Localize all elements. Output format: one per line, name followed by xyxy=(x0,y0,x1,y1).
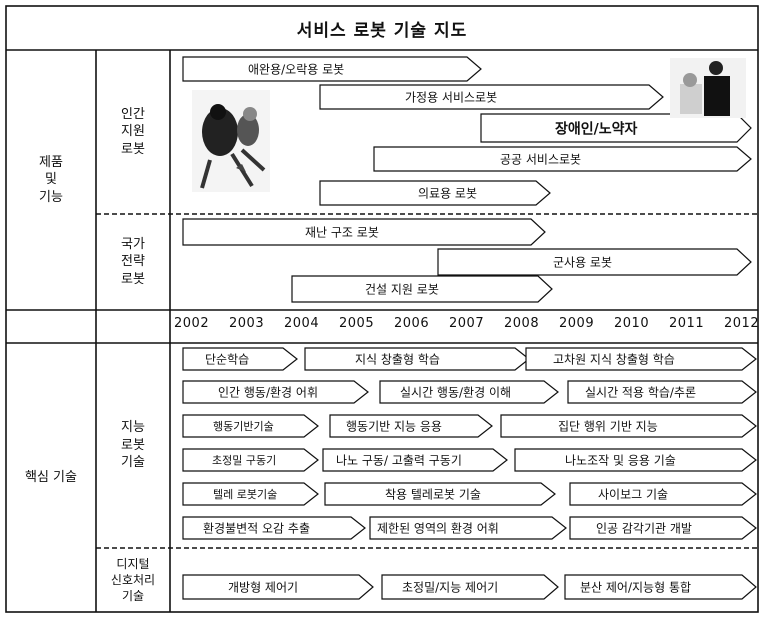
tech-arrow-label: 초정밀/지능 제어기 xyxy=(402,581,498,595)
year-label: 2009 xyxy=(559,316,595,331)
tech-arrow-label: 초정밀 구동기 xyxy=(212,454,276,467)
product-arrow-label: 의료용 로봇 xyxy=(418,187,477,201)
product-arrow-label: 건설 지원 로봇 xyxy=(365,283,439,297)
tech-arrow xyxy=(369,516,567,540)
year-label: 2004 xyxy=(284,316,320,331)
tech-arrow xyxy=(381,574,559,600)
tech-arrow-label: 집단 행위 기반 지능 xyxy=(558,419,658,434)
subsection-label-digital-signal: 디지털 신호처리 기술 xyxy=(110,556,156,604)
year-label: 2002 xyxy=(174,316,210,331)
tech-arrow-label: 실시간 행동/환경 이해 xyxy=(400,385,511,400)
product-arrow xyxy=(319,84,664,110)
product-arrow-label: 재난 구조 로봇 xyxy=(305,226,379,240)
tech-arrow xyxy=(304,347,530,371)
tech-arrow-label: 실시간 적용 학습/추론 xyxy=(585,386,696,400)
tech-arrow-label: 분산 제어/지능형 통합 xyxy=(580,581,691,595)
tech-arrow xyxy=(182,516,366,540)
tech-arrow xyxy=(182,380,369,404)
tech-arrow xyxy=(500,414,757,438)
year-label: 2007 xyxy=(449,316,485,331)
tech-arrow-label: 고차원 지식 창출형 학습 xyxy=(553,353,675,367)
tech-arrow-label: 나노 구동/ 고출력 구동기 xyxy=(336,454,462,468)
product-arrow xyxy=(182,218,546,246)
tech-arrow xyxy=(567,380,757,404)
tech-arrow xyxy=(322,448,508,472)
tech-arrow xyxy=(182,347,298,371)
product-arrow-label: 장애인/노약자 xyxy=(555,120,638,137)
tech-arrow xyxy=(569,482,757,506)
tech-arrow-label: 행동기반 지능 응용 xyxy=(346,419,442,434)
robot-photo-right xyxy=(670,58,746,118)
tech-arrow-label: 환경불변적 오감 추출 xyxy=(203,522,310,536)
year-label: 2012 xyxy=(724,316,760,331)
subsection-label-intelligent: 지능 로봇 기술 xyxy=(121,420,145,471)
tech-arrow-label: 착용 텔레로봇 기술 xyxy=(385,488,481,502)
section-label-products: 제품 및 기능 xyxy=(39,154,63,205)
year-label: 2003 xyxy=(229,316,265,331)
tech-arrow-label: 단순학습 xyxy=(205,353,249,367)
tech-arrow xyxy=(324,482,556,506)
tech-arrow xyxy=(564,574,757,600)
tech-arrow xyxy=(182,482,319,506)
product-arrow xyxy=(291,275,553,303)
tech-arrow-label: 인간 행동/환경 어휘 xyxy=(218,385,318,400)
tech-arrow-label: 인공 감각기관 개발 xyxy=(596,522,692,536)
product-arrow xyxy=(437,248,752,276)
tech-arrow-label: 제한된 영역의 환경 어휘 xyxy=(377,522,499,536)
year-label: 2008 xyxy=(504,316,540,331)
year-label: 2011 xyxy=(669,316,705,331)
subsection-label-national-strategy: 국가 전략 로봇 xyxy=(121,236,145,287)
roadmap-title: 서비스 로봇 기술 지도 xyxy=(296,20,468,41)
year-label: 2006 xyxy=(394,316,430,331)
tech-arrow xyxy=(329,414,493,438)
robot-photo-left xyxy=(192,90,270,192)
tech-arrow-label: 나노조작 및 응용 기술 xyxy=(565,454,676,468)
tech-arrow-label: 사이보그 기술 xyxy=(598,488,668,502)
tech-arrow-label: 지식 창출형 학습 xyxy=(355,353,440,367)
tech-arrow-label: 개방형 제어기 xyxy=(228,581,298,595)
tech-arrow xyxy=(182,574,374,600)
tech-arrow xyxy=(514,448,757,472)
tech-arrow xyxy=(569,516,757,540)
product-arrow xyxy=(319,180,551,206)
product-arrow-label: 애완용/오락용 로봇 xyxy=(248,63,344,77)
subsection-label-human-support: 인간 지원 로봇 xyxy=(121,106,145,157)
tech-arrow xyxy=(182,414,319,438)
tech-arrow-label: 행동기반기술 xyxy=(213,420,274,433)
product-arrow-label: 공공 서비스로봇 xyxy=(500,153,581,167)
tech-arrow xyxy=(182,448,319,472)
product-arrow xyxy=(182,56,482,82)
product-arrow xyxy=(373,146,752,172)
tech-arrow xyxy=(379,380,559,404)
section-label-core-tech: 핵심 기술 xyxy=(25,469,77,485)
product-arrow-label: 군사용 로봇 xyxy=(553,256,612,270)
tech-arrow-label: 텔레 로봇기술 xyxy=(213,488,277,501)
year-label: 2005 xyxy=(339,316,375,331)
tech-arrow xyxy=(525,347,757,371)
product-arrow-label: 가정용 서비스로봇 xyxy=(405,91,497,105)
year-label: 2010 xyxy=(614,316,650,331)
